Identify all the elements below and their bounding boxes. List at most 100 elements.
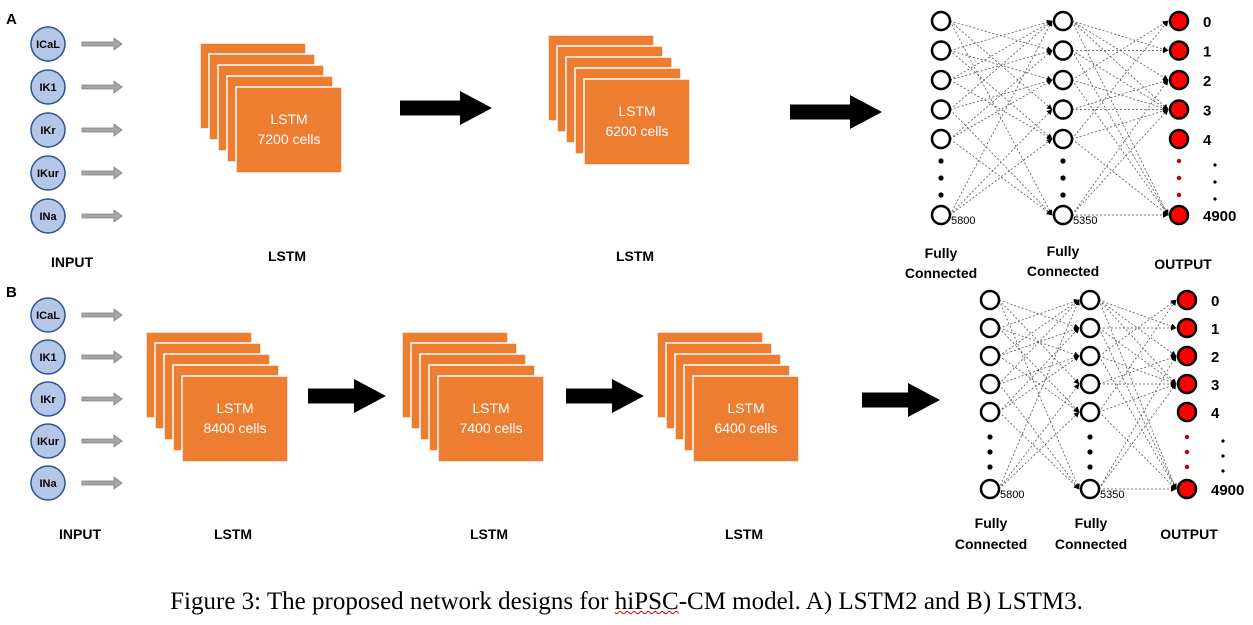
input-arrow (81, 123, 123, 137)
input-node (30, 465, 66, 501)
hidden-node (1052, 128, 1074, 150)
output-node (1176, 289, 1198, 311)
lstm-caption: LSTM (470, 526, 508, 542)
flow-arrow (790, 95, 882, 129)
output-node (1176, 401, 1198, 423)
input-arrow (81, 350, 123, 364)
output-ellipsis-dot (1176, 192, 1182, 198)
input-label: IK1 (39, 82, 56, 94)
connection-line (1071, 20, 1169, 110)
lstm-cell-count: 8400 cells (203, 420, 266, 436)
fc2-caption-line2: Connected (1027, 263, 1099, 279)
ellipsis-dot (1060, 192, 1066, 198)
connection-line (949, 50, 1053, 140)
hidden-node (979, 317, 1001, 339)
output-index-label: 2 (1211, 349, 1219, 366)
hidden-node (930, 10, 952, 32)
input-label: ICaL (36, 310, 60, 322)
caption-text-start: Figure 3: The proposed network designs f… (170, 588, 615, 615)
hidden-node (1079, 289, 1101, 311)
lstm-cell-count: 7200 cells (257, 131, 320, 147)
label-ellipsis-dot (1213, 180, 1217, 184)
lstm-title: LSTM (472, 400, 509, 416)
connection-line (949, 50, 1053, 140)
output-caption: OUTPUT (1160, 526, 1218, 542)
ellipsis-dot (987, 434, 993, 440)
fc1-caption-line1: Fully (975, 515, 1008, 531)
output-index-label: 0 (1211, 293, 1219, 310)
lstm-title: LSTM (270, 111, 307, 127)
fc2-caption-line1: Fully (1047, 243, 1080, 259)
input-label: IKur (37, 436, 60, 448)
ellipsis-dot (1087, 449, 1093, 455)
connection-line (949, 109, 1053, 216)
layer-node-count: 5350 (1073, 215, 1097, 227)
connection-line (949, 20, 1053, 216)
output-caption: OUTPUT (1154, 256, 1212, 272)
connection-line (998, 299, 1080, 385)
connection-line (998, 355, 1080, 413)
input-arrow (81, 209, 123, 223)
fc2-caption-line1: Fully (1075, 515, 1108, 531)
input-node (30, 423, 66, 459)
input-arrow (81, 392, 123, 406)
input-node (30, 339, 66, 375)
input-node (30, 112, 66, 148)
output-last-label: 4900 (1211, 482, 1244, 499)
lstm-title: LSTM (216, 400, 253, 416)
ellipsis-dot (938, 192, 944, 198)
lstm-layer-sheet (437, 375, 545, 463)
fc1-caption-line1: Fully (925, 245, 958, 261)
connection-line (1098, 327, 1177, 385)
connection-line (1071, 78, 1169, 110)
hidden-node (979, 478, 1001, 500)
lstm-layer-sheet (181, 375, 289, 463)
input-label: IKr (40, 394, 56, 406)
connection-line (1071, 138, 1169, 216)
hidden-node (979, 289, 1001, 311)
output-ellipsis-dot (1176, 158, 1182, 164)
input-node (30, 198, 66, 234)
hidden-node (1079, 478, 1101, 500)
hidden-node (930, 204, 952, 226)
connection-line (998, 327, 1080, 413)
output-index-label: 4 (1203, 132, 1212, 149)
connection-line (1071, 50, 1169, 110)
fc2-caption-line2: Connected (1055, 536, 1127, 552)
connection-line (949, 78, 1053, 110)
panel-letter: B (6, 284, 17, 301)
lstm-cell-count: 6200 cells (605, 123, 668, 139)
ellipsis-dot (987, 449, 993, 455)
layer-node-count: 5800 (951, 215, 975, 227)
hidden-node (979, 373, 1001, 395)
figure-caption: Figure 3: The proposed network designs f… (0, 588, 1253, 616)
lstm-layer-sheet (692, 375, 800, 463)
hidden-node (1052, 99, 1074, 120)
hidden-node (1079, 401, 1101, 423)
connection-line (949, 138, 1053, 216)
flow-arrow (308, 379, 386, 413)
fc1-caption-line2: Connected (955, 536, 1027, 552)
input-label: INa (39, 211, 57, 223)
output-node (1176, 317, 1198, 339)
output-index-label: 0 (1203, 14, 1211, 31)
output-index-label: 4 (1211, 405, 1220, 422)
connection-line (1098, 355, 1177, 490)
hidden-node (979, 401, 1001, 423)
lstm-caption: LSTM (268, 248, 306, 264)
input-node (30, 69, 66, 105)
label-ellipsis-dot (1221, 439, 1225, 443)
connection-line (998, 299, 1080, 357)
output-node (1168, 99, 1190, 120)
connection-line (1098, 299, 1177, 413)
connection-line (998, 411, 1080, 490)
lstm-stack: LSTM 8400 cells (145, 331, 289, 463)
output-node (1168, 128, 1190, 150)
input-label: IKr (40, 125, 56, 137)
hidden-node (1052, 69, 1074, 91)
connection-line (1098, 383, 1177, 413)
input-arrow (81, 37, 123, 51)
